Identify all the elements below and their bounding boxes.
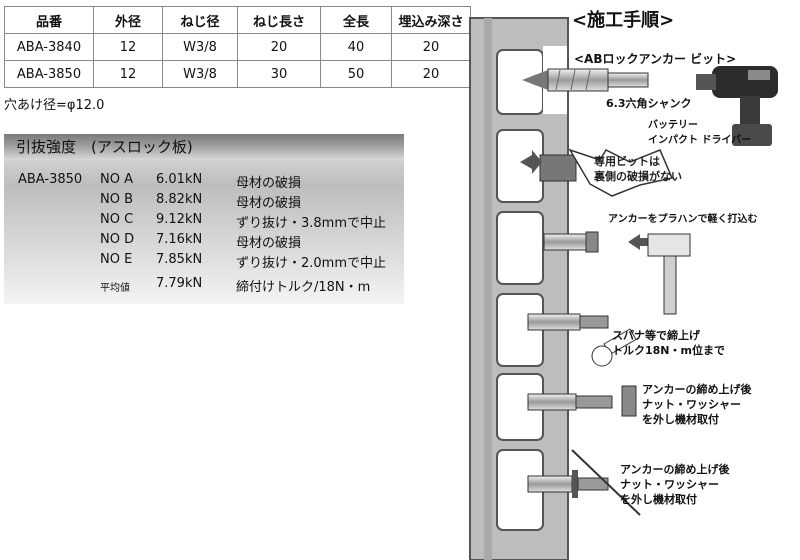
result-value: 7.79kN: [156, 276, 203, 291]
cell: 20: [391, 33, 471, 61]
anchor-fixture-icon: [527, 449, 641, 516]
bit-label: <ABロックアンカー ビット>: [574, 52, 737, 66]
anchor-nut-icon: [527, 385, 637, 417]
cell: 40: [320, 33, 392, 61]
result-row: NO B 8.82kN 母材の破損: [4, 192, 404, 212]
shank-label: 6.3六角シャンク: [606, 97, 692, 110]
result-value: 7.16kN: [156, 232, 203, 247]
result-no: NO D: [100, 232, 135, 247]
result-mode: ずり抜け・2.0mmで中止: [236, 256, 387, 271]
result-no: NO B: [100, 192, 134, 207]
tap-label: アンカーをプラハンで軽く打込む: [608, 214, 758, 225]
bit-note: 専用ビットは 裏側の破損がない: [594, 155, 682, 183]
result-no: NO E: [100, 252, 133, 267]
impact-driver-icon: [696, 66, 778, 146]
result-value: 7.85kN: [156, 252, 203, 267]
procedure-title: <施工手順>: [572, 10, 675, 31]
cell: W3/8: [162, 33, 238, 61]
drill-bit-icon: [522, 68, 649, 92]
anchor-wrench-icon: [527, 313, 637, 367]
anchor-hammer-icon: [543, 231, 691, 315]
mount-label: アンカーの締め上げ後 ナット・ワッシャー を外し機材取付: [620, 463, 730, 506]
cell: 20: [391, 60, 471, 88]
cell: ABA-3840: [4, 33, 94, 61]
asrock-panel-section: [469, 17, 569, 560]
result-no: 平均値: [100, 283, 130, 294]
drill-diameter-note: 穴あけ径=φ12.0: [4, 98, 105, 113]
result-row: NO C 9.12kN ずり抜け・3.8mmで中止: [4, 212, 404, 232]
spec-header-row: 品番 外径 ねじ径 ねじ長さ 全長 埋込み深さ: [4, 6, 471, 34]
driver-label: バッテリー インパクト ドライバー: [648, 120, 752, 146]
result-row-average: 平均値 7.79kN 締付けトルク/18N・m: [4, 276, 404, 296]
result-row: NO A 6.01kN 母材の破損: [4, 172, 404, 192]
remove-label: アンカーの締め上げ後 ナット・ワッシャー を外し機材取付: [642, 383, 752, 426]
spec-table: 品番 外径 ねじ径 ねじ長さ 全長 埋込み深さ ABA-3840 12 W3/8…: [4, 6, 471, 88]
torque-label: スパナ等で締上げ トルク18N・m位まで: [612, 329, 725, 357]
result-value: 8.82kN: [156, 192, 203, 207]
result-mode: 母材の破損: [236, 176, 302, 191]
result-mode: 母材の破損: [236, 196, 302, 211]
strength-title: 引抜強度 (アスロック板): [4, 134, 404, 160]
cell: W3/8: [162, 60, 238, 88]
cell: 12: [93, 33, 163, 61]
cell: 12: [93, 60, 163, 88]
result-no: NO A: [100, 172, 133, 187]
result-row: NO E 7.85kN ずり抜け・2.0mmで中止: [4, 252, 404, 272]
col-header: 埋込み深さ: [391, 6, 471, 34]
table-row: ABA-3840 12 W3/8 20 40 20: [4, 33, 471, 61]
result-row: NO D 7.16kN 母材の破損: [4, 232, 404, 252]
result-no: NO C: [100, 212, 134, 227]
cell: ABA-3850: [4, 60, 94, 88]
strength-panel: 引抜強度 (アスロック板) ABA-3850 NO A 6.01kN 母材の破損…: [4, 134, 404, 304]
cell: 30: [237, 60, 321, 88]
result-mode: 母材の破損: [236, 236, 302, 251]
col-header: 品番: [4, 6, 94, 34]
strength-model: ABA-3850: [18, 172, 83, 187]
col-header: 全長: [320, 6, 392, 34]
table-row: ABA-3850 12 W3/8 30 50 20: [4, 60, 471, 88]
result-mode: ずり抜け・3.8mmで中止: [236, 216, 387, 231]
result-value: 6.01kN: [156, 172, 203, 187]
bit-in-hole-icon: [520, 148, 674, 197]
cell: 50: [320, 60, 392, 88]
result-value: 9.12kN: [156, 212, 203, 227]
result-mode: 締付けトルク/18N・m: [236, 280, 371, 295]
